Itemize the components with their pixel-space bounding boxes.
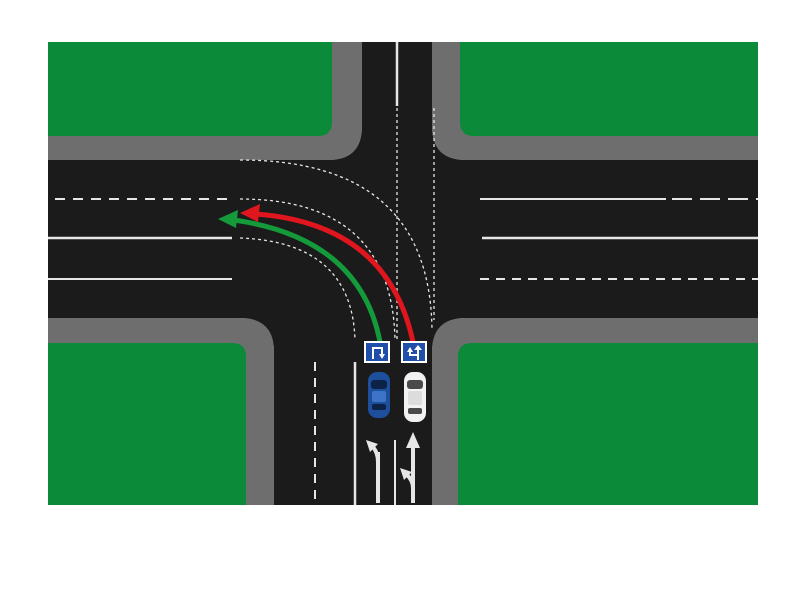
grass-top-right xyxy=(460,42,758,136)
curb-bottom-left xyxy=(48,318,274,505)
white-car-icon xyxy=(404,372,426,422)
grass-bottom-right xyxy=(458,343,758,505)
road-surface xyxy=(48,42,758,505)
straight-or-left-lane-sign-icon xyxy=(401,341,427,363)
path-green xyxy=(218,210,383,343)
grass-bottom-left xyxy=(48,343,246,505)
left-turn-lane-sign-icon xyxy=(364,341,390,363)
curb-top-left xyxy=(48,42,362,160)
left-turn-road-arrow-icon xyxy=(366,440,380,503)
guide-curve-inner xyxy=(239,237,356,341)
grass-top-left xyxy=(48,42,332,136)
blue-car-icon xyxy=(368,372,390,418)
path-red xyxy=(240,204,416,343)
curb-bottom-right xyxy=(432,318,758,505)
straight-or-left-road-arrow-icon xyxy=(400,432,420,503)
curb-top-right xyxy=(432,42,758,160)
guide-curve-outer xyxy=(239,159,433,331)
guide-curve-middle xyxy=(239,198,396,341)
